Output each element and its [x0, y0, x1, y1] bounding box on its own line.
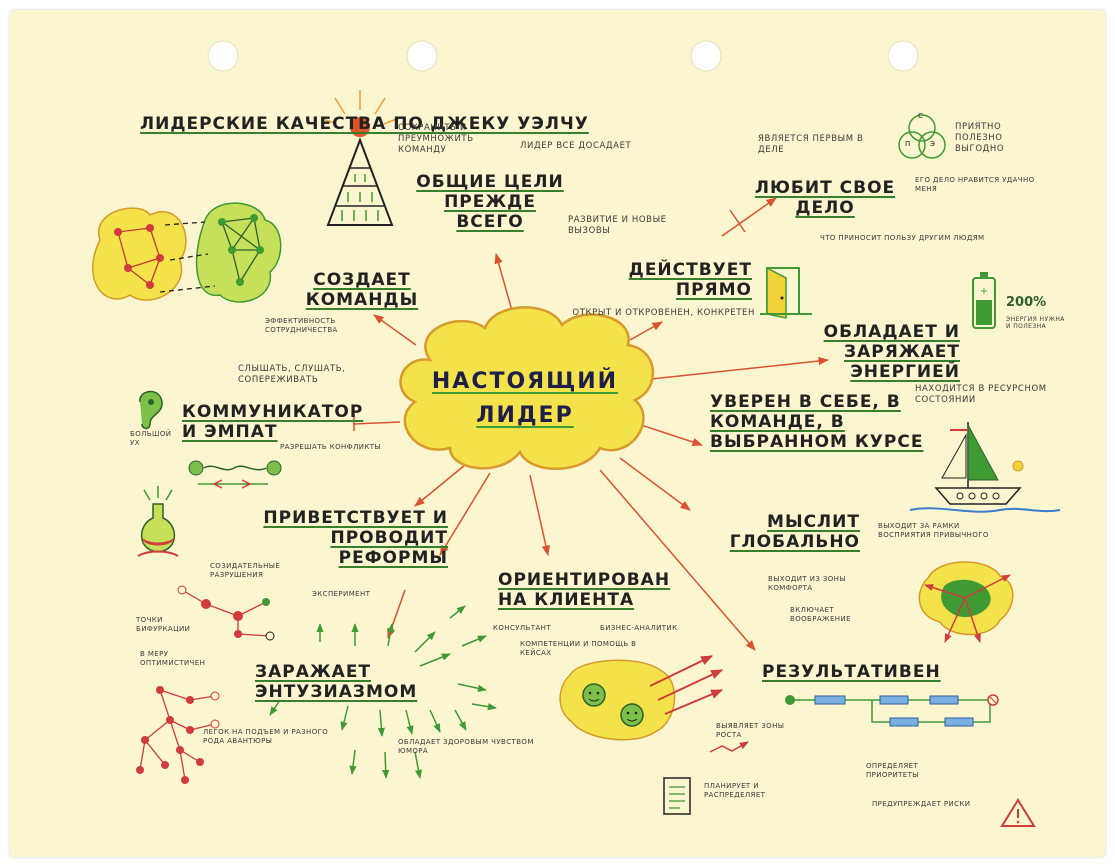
svg-text:+: + [980, 286, 988, 297]
client-note-2: БИЗНЕС-АНАЛИТИК [600, 624, 678, 632]
pyramid-icon [320, 90, 400, 226]
sailboat-icon [909, 422, 1061, 513]
page-title: ЛИДЕРСКИЕ КАЧЕСТВА ПО ДЖЕКУ УЭЛЧУ [140, 114, 589, 134]
global-note-3: ВКЛЮЧАЕТ ВООБРАЖЕНИЕ [790, 606, 851, 623]
branch-energy: ОБЛАДАЕТ И ЗАРЯЖАЕТ ЭНЕРГИЕЙ [823, 322, 960, 382]
branch-confident: УВЕРЕН В СЕБЕ, В КОМАНДЕ, В ВЫБРАННОМ КУ… [710, 392, 924, 452]
goals-note-1: СОХРАНИТЬ И ПРЕУМНОЖИТЬ КОМАНДУ [398, 123, 474, 155]
venn-label-p: П [905, 140, 911, 148]
love-note-2: ЕГО ДЕЛО НРАВИТСЯ УДАЧНО МЕНЯ [915, 176, 1035, 193]
punch-holes [207, 40, 919, 72]
client-note-1: КОНСУЛЬТАНТ [493, 624, 551, 632]
result-circuit-icon [785, 694, 999, 727]
conflict-resolution-icon [188, 460, 282, 489]
branch-team: СОЗДАЕТ КОМАНДЫ [305, 270, 419, 310]
center-label: НАСТОЯЩИЙ ЛИДЕР [431, 369, 619, 428]
venn-diagram-icon [898, 114, 946, 159]
branch-enthusiasm: ЗАРАЖАЕТ ЭНТУЗИАЗМОМ [255, 662, 418, 702]
branch-goals: ОБЩИЕ ЦЕЛИ ПРЕЖДЕ ВСЕГО [416, 172, 564, 232]
result-note-2: ОПРЕДЕЛЯЕТ ПРИОРИТЕТЫ [866, 762, 919, 779]
reforms-note-3: ТОЧКИ БИФУРКАЦИИ [136, 616, 191, 633]
center-cloud [399, 306, 655, 470]
mind-map-sheet: + [10, 10, 1105, 857]
optimism-network-icon [136, 686, 220, 784]
enthusiasm-note-3: ОБЛАДАЕТ ЗДОРОВЫМ ЧУВСТВОМ ЮМОРА [398, 738, 534, 755]
branch-result: РЕЗУЛЬТАТИВЕН [762, 662, 941, 682]
result-note-4: ПРЕДУПРЕЖДАЕТ РИСКИ [872, 800, 971, 808]
document-icon [663, 777, 691, 815]
warning-icon [1000, 798, 1036, 827]
client-cells-icon [559, 659, 676, 741]
team-network-icon [92, 202, 282, 303]
energy-note-1: НАХОДИТСЯ В РЕСУРСНОМ СОСТОЯНИИ [915, 384, 1047, 405]
love-note-1: ЯВЛЯЕТСЯ ПЕРВЫМ В ДЕЛЕ [758, 134, 864, 155]
battery-note: ЭНЕРГИЯ НУЖНА И ПОЛЕЗНА [1006, 316, 1065, 330]
communicator-note-3: БОЛЬШОЙ УХ [130, 430, 172, 447]
client-red-arrows [649, 655, 724, 715]
client-note-3: КОМПЕТЕНЦИИ И ПОМОЩЬ В КЕЙСАХ [520, 640, 637, 657]
result-note-3: ПЛАНИРУЕТ И РАСПРЕДЕЛЯЕТ [704, 782, 766, 799]
reforms-note-1: СОЗИДАТЕЛЬНЫЕ РАЗРУШЕНИЯ [210, 562, 281, 579]
bifurcation-icon [177, 585, 275, 641]
communicator-note-1: СЛЫШАТЬ, СЛУШАТЬ, СОПЕРЕЖИВАТЬ [238, 364, 346, 385]
branch-love: ЛЮБИТ СВОЕ ДЕЛО [754, 178, 896, 218]
flask-icon [137, 486, 179, 557]
battery-label: 200% [1006, 295, 1047, 310]
global-thinking-icon [918, 561, 1014, 643]
battery-icon: + [972, 272, 996, 329]
enthusiasm-arrows [269, 605, 497, 779]
team-note-1: ЭФФЕКТИВНОСТЬ СОТРУДНИЧЕСТВА [265, 317, 338, 334]
result-note-1: ВЫЯВЛЯЕТ ЗОНЫ РОСТА [716, 722, 785, 739]
venn-label-e: Э [930, 140, 936, 148]
love-note-4: ЧТО ПРИНОСИТ ПОЛЬЗУ ДРУГИМ ЛЮДЯМ [820, 234, 985, 242]
enthusiasm-note-2: ЛЕГОК НА ПОДЪЕМ И РАЗНОГО РОДА АВАНТЮРЫ [203, 728, 329, 745]
reforms-note-2: ЭКСПЕРИМЕНТ [312, 590, 371, 598]
mind-map-drawing: + [92, 40, 1061, 827]
branch-direct: ДЕЙСТВУЕТ ПРЯМО [628, 260, 752, 300]
goals-note-2: ЛИДЕР ВСЕ ДОСАДАЕТ [520, 141, 632, 151]
ear-icon [139, 390, 163, 430]
global-note-1: ВЫХОДИТ ЗА РАМКИ ВОСПРИЯТИЯ ПРИВЫЧНОГО [878, 522, 989, 539]
goals-note-3: РАЗВИТИЕ И НОВЫЕ ВЫЗОВЫ [568, 215, 667, 236]
branch-communicator: КОММУНИКАТОР И ЭМПАТ [182, 402, 364, 442]
growth-arrow-icon [709, 741, 749, 753]
love-note-3: ПРИЯТНО ПОЛЕЗНО ВЫГОДНО [955, 122, 1005, 154]
communicator-note-2: РАЗРЕШАТЬ КОНФЛИКТЫ [280, 443, 382, 451]
branch-client: ОРИЕНТИРОВАН НА КЛИЕНТА [498, 570, 671, 610]
door-icon [760, 266, 812, 319]
venn-label-c: С [918, 112, 924, 120]
direct-note-1: ОТКРЫТ И ОТКРОВЕНЕН, КОНКРЕТЕН [572, 308, 755, 318]
global-note-2: ВЫХОДИТ ИЗ ЗОНЫ КОМФОРТА [768, 575, 846, 592]
enthusiasm-note-1: В МЕРУ ОПТИМИСТИЧЕН [140, 650, 206, 667]
branch-global: МЫСЛИТ ГЛОБАЛЬНО [729, 512, 860, 552]
branch-reforms: ПРИВЕТСТВУЕТ И ПРОВОДИТ РЕФОРМЫ [263, 508, 448, 568]
connector-arrows [353, 197, 830, 651]
